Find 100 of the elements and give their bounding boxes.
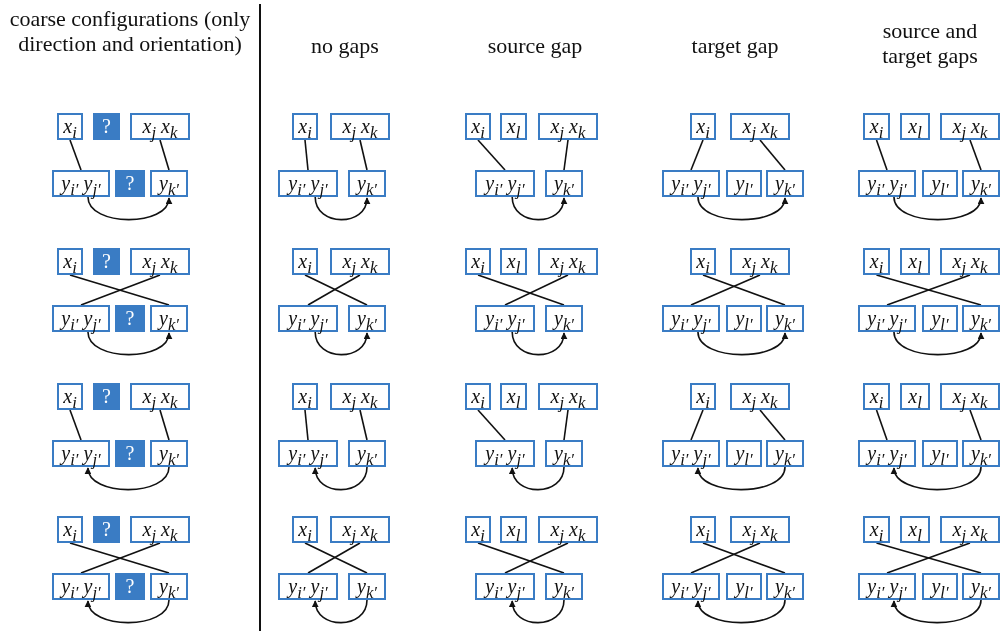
token-box: x$_{i}$	[690, 516, 716, 543]
token-box: y$_{k′}$	[766, 573, 804, 600]
connector-line	[80, 542, 161, 574]
token-box: y$_{k′}$	[766, 170, 804, 197]
unknown-token-box: ?	[93, 383, 120, 410]
token-box: x$_{i}$	[465, 113, 491, 140]
token-box: x$_{j}$ x$_{k}$	[538, 113, 598, 140]
token-box: y$_{k′}$	[766, 305, 804, 332]
token-box: y$_{i′}$ y$_{j′}$	[278, 573, 338, 600]
column-heading: coarse configurations (only direction and orientation)	[8, 6, 252, 56]
curved-arrow	[696, 466, 786, 491]
token-box: y$_{k′}$	[766, 440, 804, 467]
token-box: y$_{k′}$	[962, 573, 1000, 600]
token-box: x$_{j}$ x$_{k}$	[330, 248, 390, 275]
connector-line	[690, 139, 704, 171]
curved-arrow	[314, 196, 370, 221]
connector-line	[307, 274, 361, 306]
connector-line	[304, 274, 368, 306]
curved-arrow	[511, 331, 567, 356]
token-box: y$_{k′}$	[150, 170, 188, 197]
token-box: y$_{i′}$ y$_{j′}$	[662, 573, 720, 600]
token-box: y$_{k′}$	[348, 573, 386, 600]
token-box: x$_{j}$ x$_{k}$	[130, 383, 190, 410]
curved-arrow	[509, 466, 565, 491]
token-box: y$_{i′}$ y$_{j′}$	[475, 305, 535, 332]
token-box: x$_{l}$	[500, 248, 527, 275]
connector-line	[690, 409, 704, 441]
curved-arrow	[697, 196, 787, 221]
token-box: x$_{i}$	[690, 383, 716, 410]
token-box: x$_{j}$ x$_{k}$	[538, 248, 598, 275]
curved-arrow	[86, 466, 170, 491]
connector-line	[69, 542, 170, 574]
token-box: x$_{j}$ x$_{k}$	[730, 383, 790, 410]
token-box: x$_{j}$ x$_{k}$	[538, 383, 598, 410]
connector-line	[759, 139, 786, 171]
token-box: x$_{i}$	[690, 113, 716, 140]
connector-line	[69, 409, 82, 441]
connector-line	[563, 409, 569, 441]
token-box: x$_{j}$ x$_{k}$	[730, 113, 790, 140]
token-box: x$_{i}$	[863, 113, 890, 140]
token-box: y$_{k′}$	[348, 170, 386, 197]
token-box: x$_{j}$ x$_{k}$	[330, 383, 390, 410]
token-box: x$_{i}$	[292, 113, 318, 140]
curved-arrow	[893, 331, 983, 356]
token-box: y$_{k′}$	[150, 440, 188, 467]
token-box: y$_{k′}$	[962, 170, 1000, 197]
unknown-token-box: ?	[115, 573, 145, 600]
connector-line	[69, 274, 170, 306]
token-box: x$_{j}$ x$_{k}$	[730, 248, 790, 275]
curved-arrow	[87, 196, 171, 221]
connector-line	[875, 139, 888, 171]
connector-line	[359, 139, 368, 171]
column-heading: no gaps	[310, 33, 380, 58]
connector-line	[886, 542, 971, 574]
curved-arrow	[86, 599, 170, 624]
token-box: x$_{i}$	[292, 516, 318, 543]
curved-arrow	[892, 466, 982, 491]
token-box: y$_{i′}$ y$_{j′}$	[475, 170, 535, 197]
token-box: y$_{l′}$	[726, 440, 762, 467]
token-box: x$_{i}$	[57, 383, 83, 410]
column-heading: target gap	[690, 33, 780, 58]
token-box: y$_{l′}$	[922, 305, 958, 332]
unknown-token-box: ?	[93, 516, 120, 543]
curved-arrow	[509, 599, 565, 624]
token-box: x$_{j}$ x$_{k}$	[940, 113, 1000, 140]
connector-line	[875, 409, 888, 441]
token-box: y$_{i′}$ y$_{j′}$	[858, 170, 916, 197]
token-box: x$_{i}$	[292, 248, 318, 275]
connector-line	[875, 274, 982, 306]
token-box: y$_{k′}$	[962, 305, 1000, 332]
connector-line	[304, 542, 368, 574]
connector-line	[875, 542, 982, 574]
connector-line	[690, 542, 761, 574]
connector-line	[477, 409, 506, 441]
token-box: y$_{i′}$ y$_{j′}$	[662, 170, 720, 197]
curved-arrow	[697, 331, 787, 356]
connector-line	[504, 274, 569, 306]
token-box: x$_{l}$	[500, 516, 527, 543]
connector-line	[477, 542, 565, 574]
curved-arrow	[696, 599, 786, 624]
curved-arrow	[892, 599, 982, 624]
connector-line	[159, 409, 170, 441]
token-box: y$_{k′}$	[150, 573, 188, 600]
unknown-token-box: ?	[115, 305, 145, 332]
token-box: y$_{i′}$ y$_{j′}$	[278, 305, 338, 332]
token-box: y$_{l′}$	[726, 305, 762, 332]
connector-line	[304, 139, 309, 171]
token-box: x$_{j}$ x$_{k}$	[130, 113, 190, 140]
connector-line	[159, 139, 170, 171]
connector-line	[702, 274, 786, 306]
curved-arrow	[312, 599, 368, 624]
connector-line	[304, 409, 309, 441]
token-box: y$_{i′}$ y$_{j′}$	[278, 170, 338, 197]
unknown-token-box: ?	[115, 170, 145, 197]
token-box: x$_{j}$ x$_{k}$	[330, 113, 390, 140]
connector-line	[969, 139, 982, 171]
connector-line	[702, 542, 786, 574]
unknown-token-box: ?	[93, 113, 120, 140]
token-box: x$_{i}$	[292, 383, 318, 410]
connector-line	[69, 139, 82, 171]
